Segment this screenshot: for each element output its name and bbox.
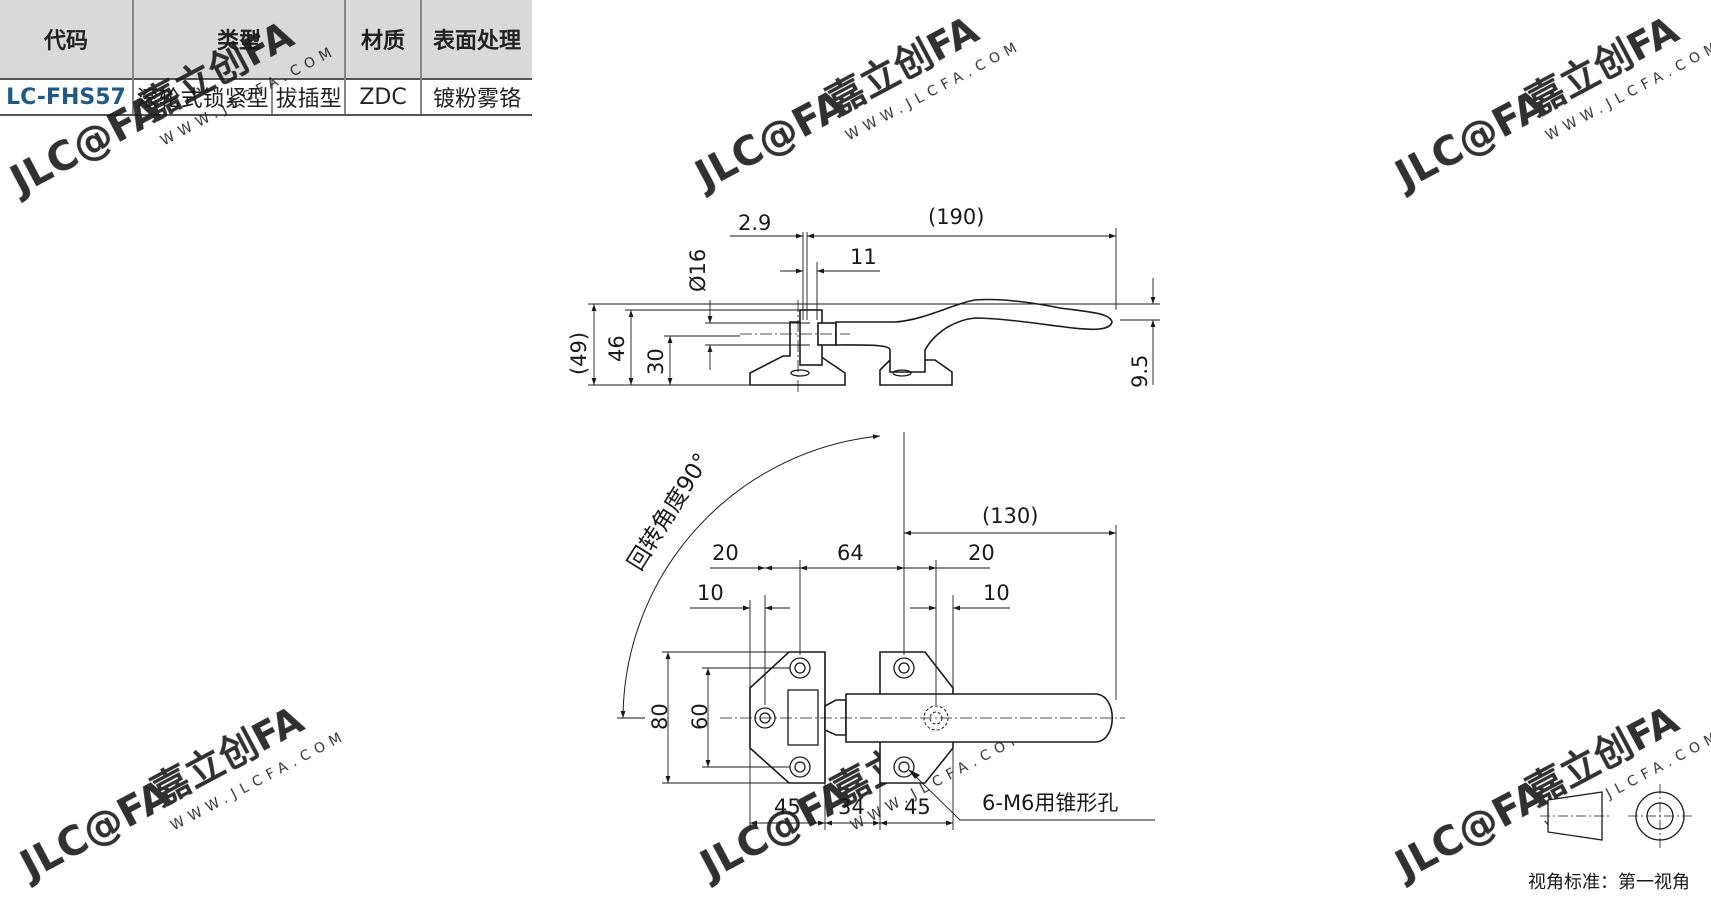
- dim-label-9-5: 9.5: [1128, 355, 1152, 388]
- dim-label-190: (190): [928, 205, 984, 229]
- dim-label-20-left: 20: [712, 541, 739, 565]
- dim-label-11: 11: [850, 245, 877, 269]
- mount-hole: [790, 369, 810, 377]
- side-view-labels: 2.9 (190) 11 Ø16 (49) 46 30 9.5: [567, 205, 1152, 388]
- dim-label-49: (49): [567, 332, 591, 375]
- header-type: 类型: [133, 0, 346, 79]
- table-row: LC-FHS57 滚轮式锁紧型 拔插型 ZDC 镀粉雾铬: [0, 78, 532, 116]
- spec-table: 代码 类型 材质 表面处理 LC-FHS57 滚轮式锁紧型 拔插型 ZDC 镀粉…: [0, 0, 532, 116]
- dim-label-130: (130): [982, 504, 1038, 528]
- handle-bar: [845, 693, 1114, 743]
- pivot-housing: [787, 689, 819, 746]
- dim-label-60: 60: [688, 703, 712, 730]
- dim-label-46: 46: [605, 335, 629, 362]
- header-code: 代码: [0, 0, 134, 79]
- dim-label-10-right: 10: [983, 581, 1010, 605]
- watermark-3: JLC@FA 嘉立创FA WWW.JLCFA.COM: [1385, 7, 1711, 200]
- header-material: 材质: [345, 0, 422, 79]
- projection-cone-icon: [1547, 791, 1603, 841]
- cell-material: ZDC: [345, 78, 422, 116]
- dim-label-80: 80: [648, 703, 672, 730]
- side-view: [588, 228, 1160, 392]
- dim-label-45-left: 45: [774, 795, 801, 819]
- leader-arrow: [908, 769, 920, 779]
- mount-hole: [892, 369, 912, 377]
- watermark-4: JLC@FA 嘉立创FA WWW.JLCFA.COM: [10, 697, 350, 890]
- cell-code: LC-FHS57: [0, 78, 134, 116]
- dim-label-30: 30: [644, 348, 668, 375]
- top-view: [617, 432, 1155, 830]
- hole-leader: [911, 772, 1155, 821]
- cell-type-b: 拔插型: [272, 78, 346, 116]
- dim-label-45-right: 45: [904, 795, 931, 819]
- cell-finish: 镀粉雾铬: [421, 78, 532, 116]
- header-finish: 表面处理: [421, 0, 532, 79]
- dim-label-34: 34: [838, 795, 865, 819]
- dim-label-64: 64: [837, 541, 864, 565]
- lever-handle: [835, 298, 1113, 373]
- dim-label-10-left: 10: [697, 581, 724, 605]
- hole-note: 6-M6用锥形孔: [982, 791, 1118, 815]
- projection-label: 视角标准：第一视角: [1528, 872, 1690, 893]
- table-header-row: 代码 类型 材质 表面处理: [0, 0, 532, 79]
- dim-label-2-9: 2.9: [738, 211, 771, 235]
- projection-symbol: [1540, 784, 1692, 848]
- rotation-label: 回转角度90°: [623, 449, 715, 575]
- rotation-arc: [620, 434, 881, 719]
- dim-label-20-right: 20: [968, 541, 995, 565]
- watermark-2: JLC@FA 嘉立创FA WWW.JLCFA.COM: [685, 7, 1025, 200]
- watermark-1: JLC@FA 嘉立创FA WWW.JLCFA.COM: [0, 12, 340, 205]
- dim-label-d16: Ø16: [686, 249, 710, 292]
- neck: [824, 699, 847, 736]
- cell-type-a: 滚轮式锁紧型: [133, 78, 274, 116]
